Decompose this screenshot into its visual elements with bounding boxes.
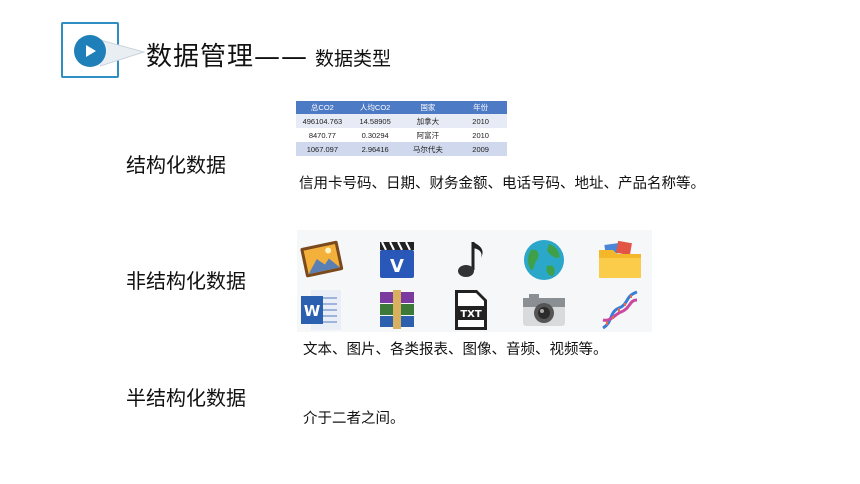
photo-icon xyxy=(300,240,344,278)
table-cell: 1067.097 xyxy=(296,142,349,156)
table-header-cell: 总CO2 xyxy=(296,101,349,114)
page-title: 数据管理—— xyxy=(146,42,309,72)
table-cell: 加拿大 xyxy=(401,114,455,128)
table-cell: 阿富汗 xyxy=(401,128,455,142)
camera-icon xyxy=(523,294,565,326)
word-document-icon: W xyxy=(301,290,341,330)
structured-data-description: 信用卡号码、日期、财务金额、电话号码、地址、产品名称等。 xyxy=(299,176,705,192)
structured-data-label: 结构化数据 xyxy=(126,153,226,177)
table-cell: 2009 xyxy=(454,142,507,156)
unstructured-data-label: 非结构化数据 xyxy=(126,269,246,293)
table-cell: 8470.77 xyxy=(296,128,349,142)
semi-structured-data-label: 半结构化数据 xyxy=(126,386,246,410)
table-header-cell: 年份 xyxy=(454,101,507,114)
archive-icon xyxy=(380,290,414,329)
txt-file-icon: TXT xyxy=(455,290,487,330)
table-header-cell: 人均CO2 xyxy=(348,101,402,114)
table-header-cell: 国家 xyxy=(401,101,455,114)
music-note-icon xyxy=(458,242,483,277)
table-cell: 2010 xyxy=(454,114,507,128)
table-row: 8470.77 0.30294 阿富汗 2010 xyxy=(296,128,507,142)
table-cell: 马尔代夫 xyxy=(401,142,455,156)
table-cell: 0.30294 xyxy=(348,128,402,142)
folder-icon xyxy=(599,240,641,278)
svg-text:V: V xyxy=(390,256,404,277)
logo-wedge-decoration xyxy=(100,39,146,67)
table-row: 496104.763 14.58905 加拿大 2010 xyxy=(296,114,507,128)
svg-text:TXT: TXT xyxy=(460,309,482,320)
unstructured-data-description: 文本、图片、各类报表、图像、音频、视频等。 xyxy=(303,342,608,358)
dna-icon xyxy=(602,290,638,330)
semi-structured-data-description: 介于二者之间。 xyxy=(303,411,405,427)
table-cell: 14.58905 xyxy=(348,114,402,128)
table-cell: 2.96416 xyxy=(348,142,402,156)
page-subtitle: 数据类型 xyxy=(315,48,392,70)
video-icon: V xyxy=(380,241,414,278)
table-row: 1067.097 2.96416 马尔代夫 2009 xyxy=(296,142,507,156)
table-cell: 2010 xyxy=(454,128,507,142)
table-cell: 496104.763 xyxy=(296,114,349,128)
globe-icon xyxy=(524,240,564,280)
svg-text:W: W xyxy=(304,302,321,320)
sample-data-table: 总CO2 人均CO2 国家 年份 496104.763 14.58905 加拿大… xyxy=(296,101,507,156)
play-icon xyxy=(74,35,106,67)
file-type-icon-panel: V W TXT xyxy=(297,230,652,332)
